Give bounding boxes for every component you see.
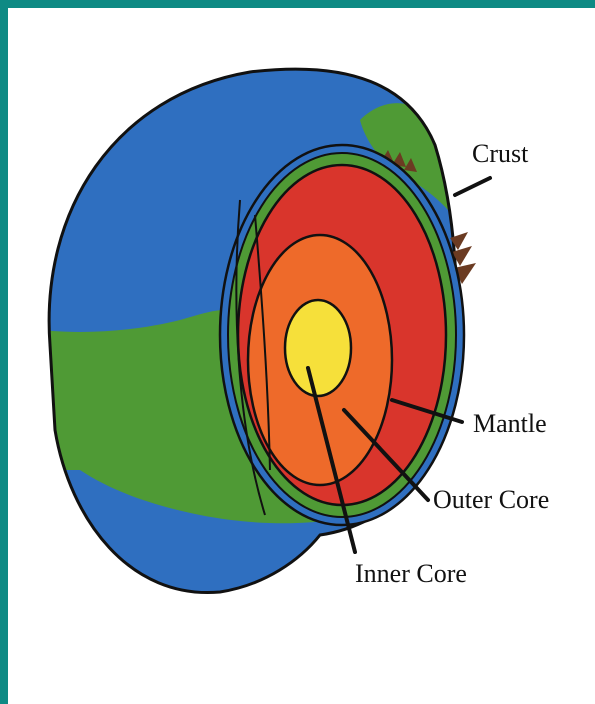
mantle-label: Mantle xyxy=(473,409,547,438)
crust-pointer xyxy=(455,178,490,195)
earth-layers-diagram: Crust Mantle Outer Core Inner Core xyxy=(8,8,595,704)
inner-core-label: Inner Core xyxy=(355,559,467,588)
cross-section xyxy=(220,145,464,525)
inner-core-layer xyxy=(285,300,351,396)
outer-core-label: Outer Core xyxy=(433,485,549,514)
crust-label: Crust xyxy=(472,139,529,168)
